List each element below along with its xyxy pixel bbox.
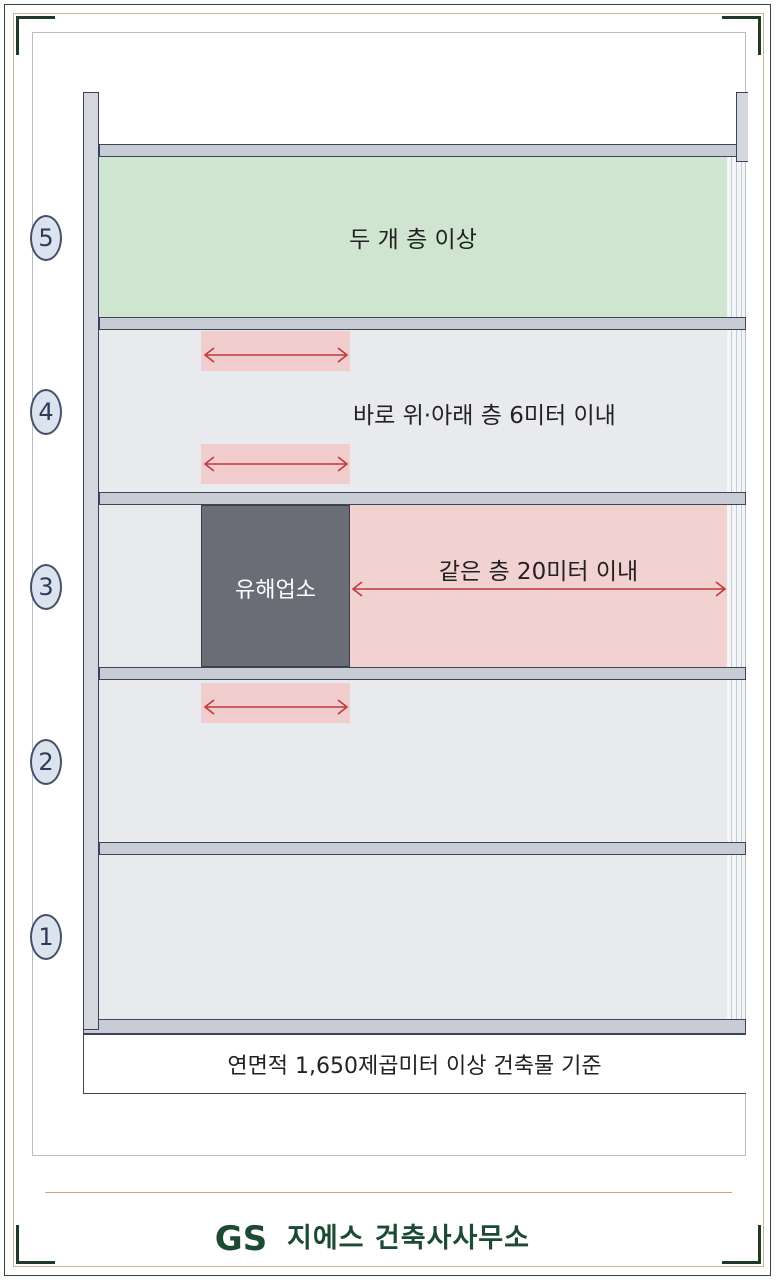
double-arrow: [351, 581, 727, 597]
floor-number-5: 5: [30, 215, 62, 261]
corner-ornament: [16, 16, 55, 55]
corner-ornament: [16, 1225, 55, 1264]
floor-number-1: 1: [30, 914, 62, 960]
adjacent-floor-label: 바로 위·아래 층 6미터 이내: [353, 403, 616, 429]
double-arrow: [203, 347, 349, 363]
right-wall-strip: [727, 150, 745, 1025]
double-arrow: [203, 699, 349, 715]
floor-5-green-zone: [99, 157, 727, 317]
floor-slab: [99, 317, 746, 330]
two-floors-label: 두 개 층 이상: [349, 227, 477, 253]
footer-divider: [45, 1192, 732, 1193]
floor-slab: [99, 667, 746, 680]
floor-1-area: [99, 855, 727, 1020]
inner-frame: [13, 13, 764, 1267]
left-wall: [83, 92, 99, 1030]
floor-slab: [99, 842, 746, 855]
floor-slab: [99, 492, 746, 505]
double-arrow: [203, 456, 349, 472]
logo-letters: GS: [215, 1219, 267, 1259]
floor-number-3: 3: [30, 564, 62, 610]
outer-frame: [4, 4, 771, 1276]
right-wall-top: [736, 92, 748, 162]
hazard-business-box: [201, 505, 350, 667]
gs-logo-icon: GS: [215, 1219, 267, 1259]
lower-adjacent-band: [201, 683, 350, 723]
base-criteria-label: 연면적 1,650제곱미터 이상 건축물 기준: [227, 1054, 602, 1079]
company-name: 지에스 건축사사무소: [287, 1223, 530, 1254]
floor-number-4: 4: [30, 389, 62, 435]
base-label-box: [83, 1034, 746, 1094]
corner-ornament: [722, 1225, 761, 1264]
floor-number-2: 2: [30, 739, 62, 785]
hazard-label: 유해업소: [235, 578, 316, 603]
same-floor-label: 같은 층 20미터 이내: [438, 559, 639, 585]
same-floor-zone: [350, 505, 727, 667]
corner-ornament: [722, 16, 761, 55]
upper-adjacent-band: [201, 331, 350, 371]
